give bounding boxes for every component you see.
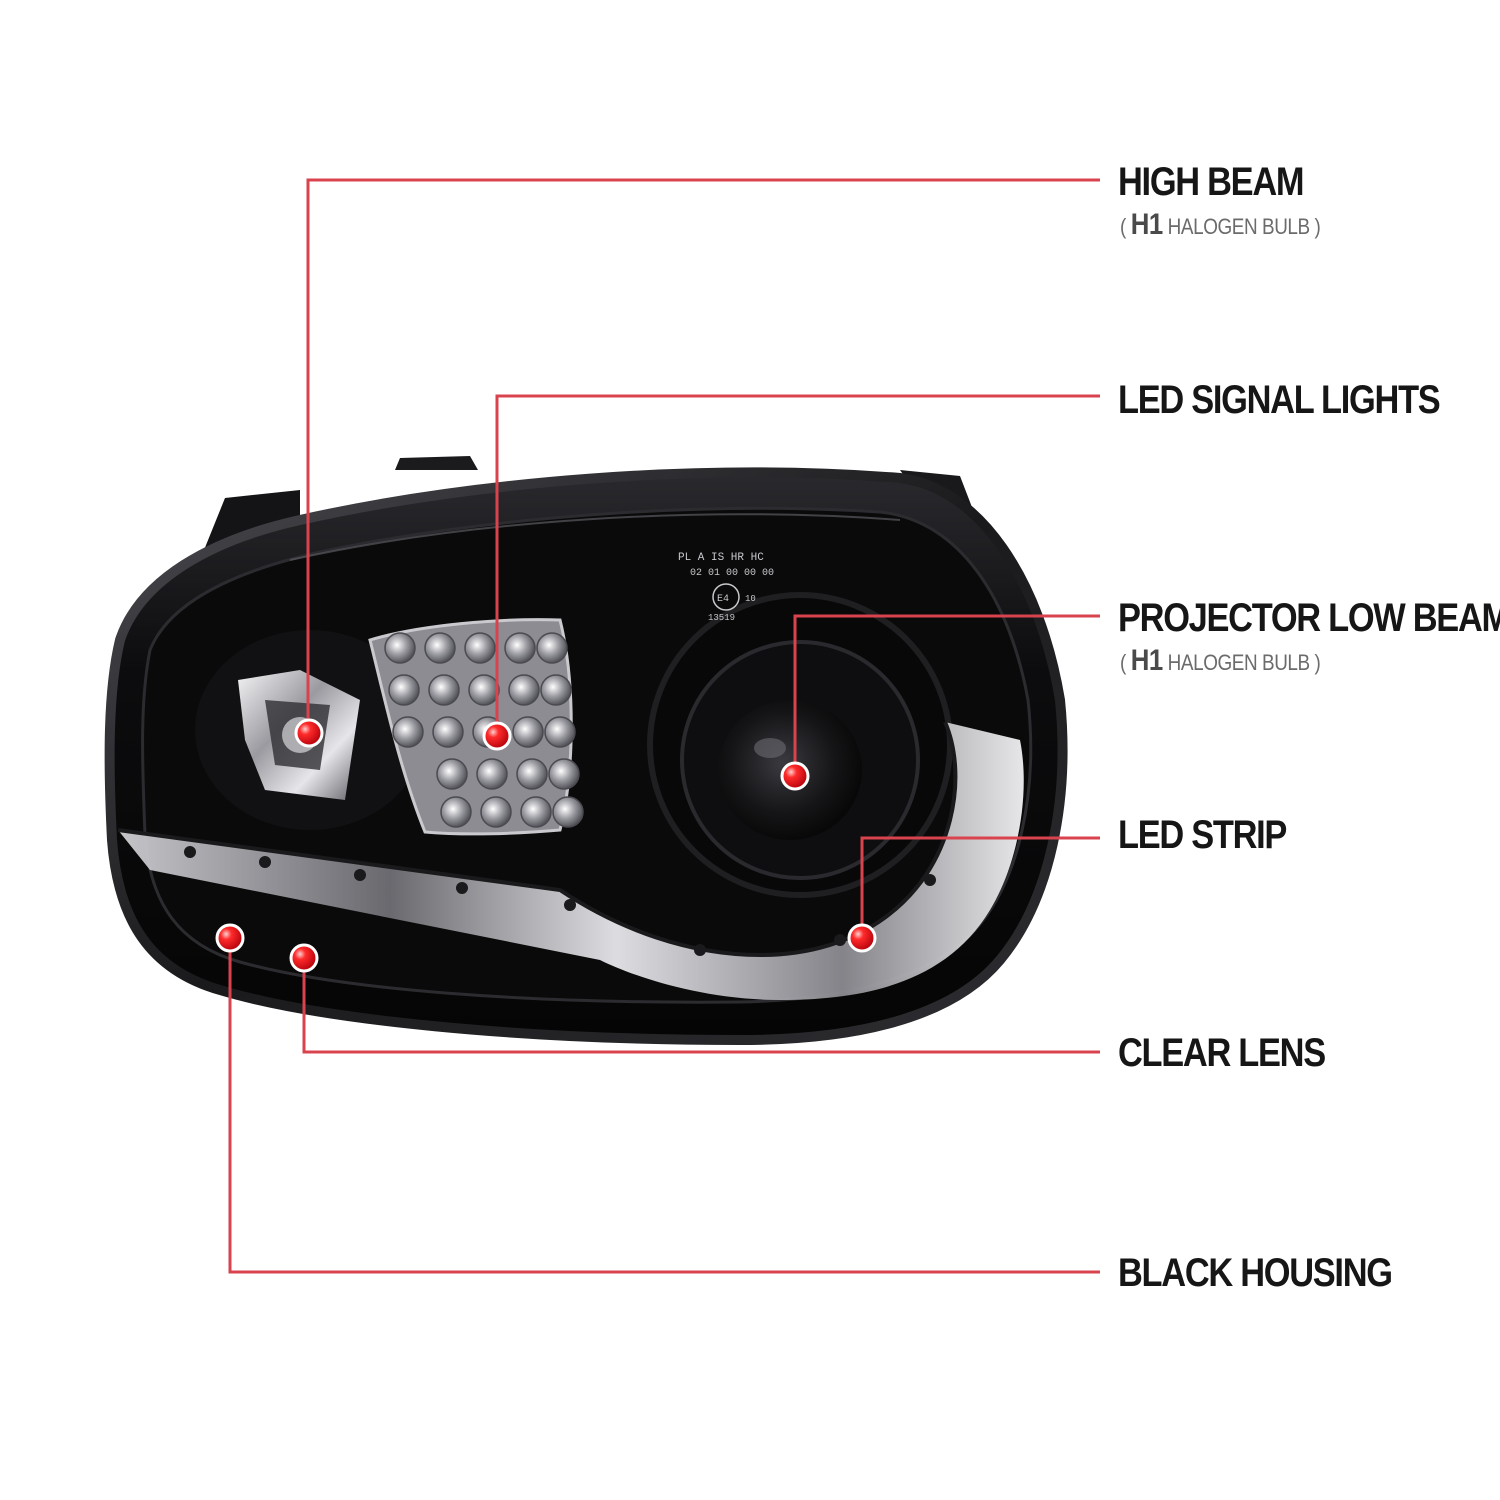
led-cell bbox=[480, 796, 512, 828]
strip-led-dot bbox=[924, 874, 936, 886]
marking-emark: E4 bbox=[717, 594, 729, 605]
led-cell bbox=[436, 758, 468, 790]
markers bbox=[215, 718, 877, 973]
led-signal-block bbox=[368, 618, 584, 836]
led-cell bbox=[540, 674, 572, 706]
marking-row-1: PL A IS HR HC bbox=[678, 552, 764, 564]
label-high-beam: HIGH BEAM bbox=[1118, 160, 1305, 204]
marker-projector-low-beam bbox=[780, 761, 810, 791]
sub-open: ( bbox=[1120, 214, 1126, 239]
leader-line-led-signal-lights bbox=[495, 394, 1100, 735]
leader-line-led-strip bbox=[860, 836, 1100, 938]
sublabel-high-beam: ( H1 HALOGEN BULB ) bbox=[1120, 208, 1321, 241]
label-led-signal-lights: LED SIGNAL LIGHTS bbox=[1118, 378, 1441, 422]
leader-line-black-housing bbox=[228, 938, 1100, 1274]
sub-open: ( bbox=[1120, 650, 1126, 675]
strip-led-dot bbox=[259, 856, 271, 868]
marker-led-strip bbox=[847, 923, 877, 953]
sublabel-projector-low-beam: ( H1 HALOGEN BULB ) bbox=[1120, 644, 1321, 677]
led-cell bbox=[424, 632, 456, 664]
strip-led-dot bbox=[456, 882, 468, 894]
sub-close: ) bbox=[1314, 214, 1321, 239]
led-cell bbox=[384, 632, 416, 664]
led-cell bbox=[388, 674, 420, 706]
label-projector-low-beam: PROJECTOR LOW BEAM bbox=[1118, 596, 1500, 640]
led-cell bbox=[468, 674, 500, 706]
strip-led-dot bbox=[354, 869, 366, 881]
leader-line-clear-lens bbox=[302, 958, 1100, 1054]
sub-type: HALOGEN BULB bbox=[1167, 650, 1310, 675]
label-led-strip: LED STRIP bbox=[1118, 813, 1287, 857]
led-cell bbox=[552, 796, 584, 828]
led-cell bbox=[392, 716, 424, 748]
sub-bulb: H1 bbox=[1130, 644, 1164, 677]
led-cell bbox=[432, 716, 464, 748]
led-cell bbox=[428, 674, 460, 706]
sub-type: HALOGEN BULB bbox=[1167, 214, 1310, 239]
led-cell bbox=[516, 758, 548, 790]
marking-code: 13519 bbox=[708, 613, 735, 623]
led-cell bbox=[440, 796, 472, 828]
label-clear-lens: CLEAR LENS bbox=[1118, 1031, 1326, 1075]
label-black-housing: BLACK HOUSING bbox=[1118, 1251, 1393, 1295]
projector-low-beam bbox=[647, 592, 953, 898]
lens-markings: PL A IS HR HC 02 01 00 00 00 E4 10 13519 bbox=[678, 552, 774, 623]
leader-line-projector-low-beam bbox=[793, 614, 1100, 775]
leader-lines bbox=[228, 178, 1100, 1274]
led-cell bbox=[544, 716, 576, 748]
marker-black-housing bbox=[215, 923, 245, 953]
led-cell bbox=[476, 758, 508, 790]
marking-small: 10 bbox=[745, 594, 756, 604]
sub-close: ) bbox=[1314, 650, 1321, 675]
led-cell bbox=[508, 674, 540, 706]
led-cell bbox=[536, 632, 568, 664]
strip-led-dot bbox=[184, 846, 196, 858]
strip-led-dot bbox=[834, 934, 846, 946]
marker-led-signal-lights bbox=[482, 721, 512, 751]
marker-high-beam bbox=[294, 718, 324, 748]
strip-led-dot bbox=[694, 944, 706, 956]
strip-led-dot bbox=[564, 899, 576, 911]
marker-clear-lens bbox=[289, 943, 319, 973]
led-cell bbox=[520, 796, 552, 828]
leader-line-high-beam bbox=[306, 178, 1100, 732]
led-cell bbox=[512, 716, 544, 748]
led-cell bbox=[464, 632, 496, 664]
marking-row-2: 02 01 00 00 00 bbox=[690, 568, 774, 579]
sub-bulb: H1 bbox=[1130, 208, 1164, 241]
led-cell bbox=[548, 758, 580, 790]
led-cell bbox=[504, 632, 536, 664]
